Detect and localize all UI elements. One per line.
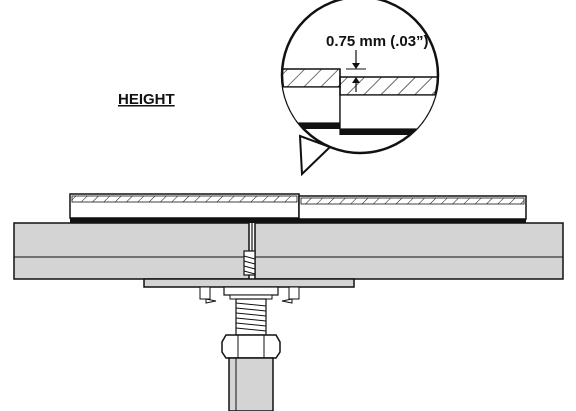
magnified-callout: 0.75 mm (.03”)	[280, 0, 440, 177]
height-dimension-marker	[346, 50, 366, 92]
floor-panels	[13, 222, 564, 280]
floor-panel-right	[254, 222, 564, 280]
pedestal-head-plate	[143, 278, 355, 288]
lock-nut	[221, 334, 281, 359]
height-tolerance-label: 0.75 mm (.03”)	[326, 33, 429, 50]
callout-pointer	[298, 134, 332, 177]
pedestal-support	[143, 250, 355, 411]
height-heading: HEIGHT	[118, 91, 175, 108]
tile-left-backing	[70, 218, 299, 223]
tile-right-backing	[299, 219, 526, 223]
floor-tiles	[69, 193, 527, 223]
top-nut	[223, 286, 279, 296]
floor-panel-left	[13, 222, 250, 280]
